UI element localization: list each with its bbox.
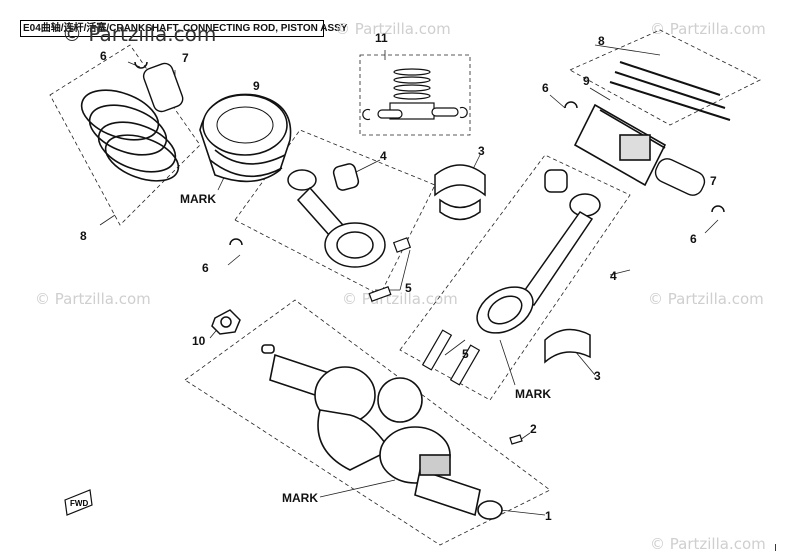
callout-2: 2 xyxy=(530,422,537,436)
group-box-rings-left xyxy=(49,44,201,226)
connecting-rod-left xyxy=(287,163,386,268)
callout-8: 8 xyxy=(598,34,605,48)
clip-left-1 xyxy=(134,61,148,69)
callout-6: 6 xyxy=(202,261,209,275)
callout-4: 4 xyxy=(380,149,387,163)
clip-right-1 xyxy=(564,101,578,109)
crank-nut xyxy=(211,309,241,335)
callout-7: 7 xyxy=(182,51,189,65)
crankshaft xyxy=(261,344,503,520)
callout-6: 6 xyxy=(100,49,107,63)
piston-right xyxy=(573,103,667,187)
watermark: © Partzilla.com xyxy=(650,20,766,38)
callout-6: 6 xyxy=(542,81,549,95)
callout-6: 6 xyxy=(690,232,697,246)
fwd-label: FWD xyxy=(70,499,88,508)
rod-bolts-right xyxy=(421,329,481,386)
callout-8: 8 xyxy=(80,229,87,243)
clip-right-2 xyxy=(711,205,725,213)
edge-mark: I xyxy=(774,543,777,554)
bearing-right xyxy=(544,328,591,364)
callout-9: 9 xyxy=(253,79,260,93)
group-box-rod-left xyxy=(234,129,436,296)
piston-pin-right xyxy=(654,158,706,196)
piston-pin-left xyxy=(142,62,184,113)
rod-bolts-left xyxy=(368,237,412,302)
piston-left xyxy=(199,93,292,183)
watermark: © Partzilla.com xyxy=(648,290,764,308)
callout-11: 11 xyxy=(375,31,388,45)
clip-left-2 xyxy=(229,238,243,246)
woodruff-key xyxy=(509,434,523,445)
callout-7: 7 xyxy=(710,174,717,188)
callout-3: 3 xyxy=(594,369,601,383)
callout-10: 10 xyxy=(192,334,206,348)
callout-1: 1 xyxy=(545,509,552,523)
group-box-rings-right xyxy=(569,29,761,126)
callout-5: 5 xyxy=(462,347,469,361)
connecting-rod-right xyxy=(476,169,601,334)
piston-rings-right xyxy=(609,61,731,121)
piston-pin-assy-11 xyxy=(362,68,468,121)
mark-label: MARK xyxy=(282,491,318,505)
callout-3: 3 xyxy=(478,144,485,158)
callout-5: 5 xyxy=(405,281,412,295)
mark-label: MARK xyxy=(515,387,551,401)
callout-9: 9 xyxy=(583,74,590,88)
watermark: © Partzilla.com xyxy=(335,20,451,38)
watermark: © Partzilla.com xyxy=(35,290,151,308)
mark-label: MARK xyxy=(180,192,216,206)
bearing-left xyxy=(434,164,486,221)
callout-4: 4 xyxy=(610,269,617,283)
watermark-top: © Partzilla.com xyxy=(62,22,217,46)
fwd-arrow: FWD xyxy=(64,489,93,516)
group-box-item-11 xyxy=(359,54,471,136)
diagram-title: E04曲轴/连杆/活塞/CRANKSHAFT, CONNECTING ROD, … xyxy=(20,20,347,37)
piston-rings-left xyxy=(80,89,180,182)
watermark: © Partzilla.com xyxy=(650,535,766,553)
